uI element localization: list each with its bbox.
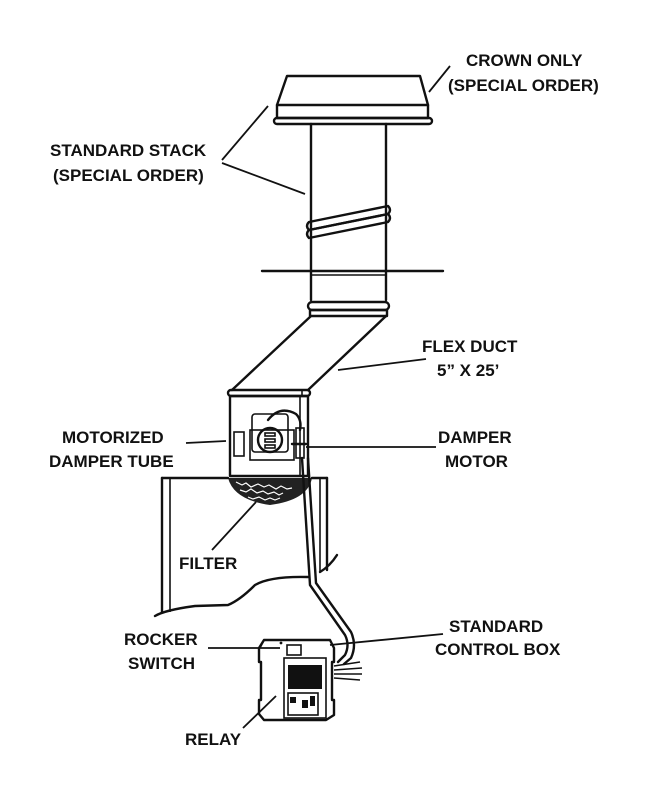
motorized-damper-tube [226,388,312,478]
label-line: MOTORIZED [62,428,164,447]
label-line: CONTROL BOX [435,640,561,659]
label-line: DAMPER TUBE [49,452,174,471]
label-crown-only: CROWN ONLY (SPECIAL ORDER) [448,51,599,95]
label-line: CROWN ONLY [466,51,583,70]
filter [228,478,312,505]
flex-duct [230,314,388,392]
label-line: FILTER [179,554,237,573]
standard-control-box [257,638,363,722]
label-damper-motor: DAMPER MOTOR [438,428,512,471]
label-line: FLEX DUCT [422,337,518,356]
label-line: RELAY [185,730,242,749]
label-rocker-switch: ROCKER SWITCH [124,630,198,673]
leader-lines [185,65,451,729]
crown-cap [272,74,434,126]
label-filter: FILTER [179,554,237,573]
standard-stack [260,122,445,318]
label-line: STANDARD STACK [50,141,207,160]
label-line: DAMPER [438,428,512,447]
label-flex-duct: FLEX DUCT 5” X 25’ [422,337,518,380]
label-relay: RELAY [185,730,242,749]
label-line: SWITCH [128,654,195,673]
duct-sheet [153,476,339,618]
label-line: 5” X 25’ [437,361,499,380]
label-motorized-damper-tube: MOTORIZED DAMPER TUBE [49,428,174,471]
label-line: (SPECIAL ORDER) [448,76,599,95]
label-line: MOTOR [445,452,508,471]
label-line: ROCKER [124,630,198,649]
label-line: (SPECIAL ORDER) [53,166,204,185]
label-standard-stack: STANDARD STACK (SPECIAL ORDER) [50,141,207,185]
label-standard-control-box: STANDARD CONTROL BOX [435,617,561,659]
label-line: STANDARD [449,617,543,636]
